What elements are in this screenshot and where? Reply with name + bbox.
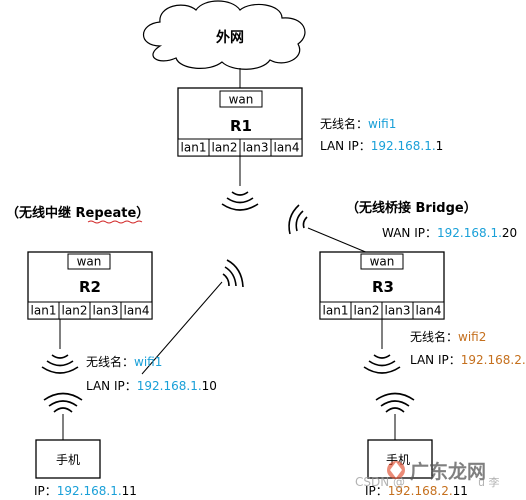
r2-wifi-icon [41, 319, 79, 374]
phone-right-ip: IP：192.168.2.11 [365, 484, 468, 498]
r3-lan-ip: LAN IP：192.168.2.1 [410, 353, 526, 367]
r3-lan4: lan4 [416, 304, 442, 318]
phone-left-label: 手机 [56, 453, 80, 467]
r1-wifi-icon [221, 156, 259, 211]
r2-name: R2 [79, 278, 101, 296]
r2-lan1: lan1 [31, 304, 57, 318]
r3-wan-ip: WAN IP：192.168.1.20 [382, 226, 517, 240]
r1-name: R1 [230, 117, 252, 135]
r2-wan-port: wan [77, 255, 102, 269]
r3-wan-port: wan [370, 255, 395, 269]
r1-lan-ip: LAN IP：192.168.1.1 [320, 139, 443, 153]
r2-lan-ip: LAN IP：192.168.1.10 [86, 379, 217, 393]
router-r2[interactable]: wan R2 lan1 lan2 lan3 lan4 [27, 251, 153, 320]
r3-name: R3 [372, 278, 394, 296]
r2-repeater-link [141, 281, 223, 375]
phone-right-wifi-icon [375, 392, 415, 413]
watermark-brand: 广东龙网 [410, 460, 486, 483]
r3-ssid: 无线名：wifi2 [410, 329, 486, 344]
router-r1[interactable]: wan R1 lan1 lan2 lan3 lan4 [177, 87, 303, 157]
r1-lan2: lan2 [212, 141, 238, 155]
internet-label: 外网 [216, 29, 244, 46]
r3-lan1: lan1 [323, 304, 349, 318]
r3-lan2: lan2 [354, 304, 380, 318]
internet-cloud: 外网 [143, 0, 306, 70]
r2-lan2: lan2 [62, 304, 88, 318]
phone-left-wifi-icon [43, 392, 83, 413]
watermark: CSDN @ 广东龙网 u 李 [355, 460, 499, 489]
r2-mode-underline [87, 220, 143, 224]
r2-lan4: lan4 [124, 304, 150, 318]
r3-bridge-link [307, 227, 369, 254]
r2-ssid: 无线名：wifi1 [86, 354, 162, 369]
r1-wan-port: wan [229, 93, 254, 107]
phone-left-ip: IP：192.168.1.11 [34, 484, 137, 498]
r3-uplink-wifi-icon [288, 204, 308, 235]
watermark-logo-icon [387, 461, 405, 479]
r3-lan3: lan3 [385, 304, 411, 318]
r1-lan1: lan1 [181, 141, 207, 155]
r1-ssid: 无线名：wifi1 [320, 116, 396, 131]
router-r3[interactable]: wan R3 lan1 lan2 lan3 lan4 [319, 251, 445, 320]
r2-uplink-wifi-icon [222, 259, 244, 288]
r1-lan4: lan4 [274, 141, 300, 155]
r3-wifi-icon [363, 319, 401, 374]
r1-lan3: lan3 [243, 141, 269, 155]
r3-mode-label: （无线桥接 Bridge） [346, 200, 477, 216]
watermark-csdn: CSDN @ [355, 475, 405, 489]
watermark-tail: u 李 [478, 475, 499, 489]
r2-mode-label: （无线中继 Repeate） [6, 205, 149, 221]
r2-lan3: lan3 [93, 304, 119, 318]
phone-left[interactable]: 手机 [35, 439, 101, 479]
